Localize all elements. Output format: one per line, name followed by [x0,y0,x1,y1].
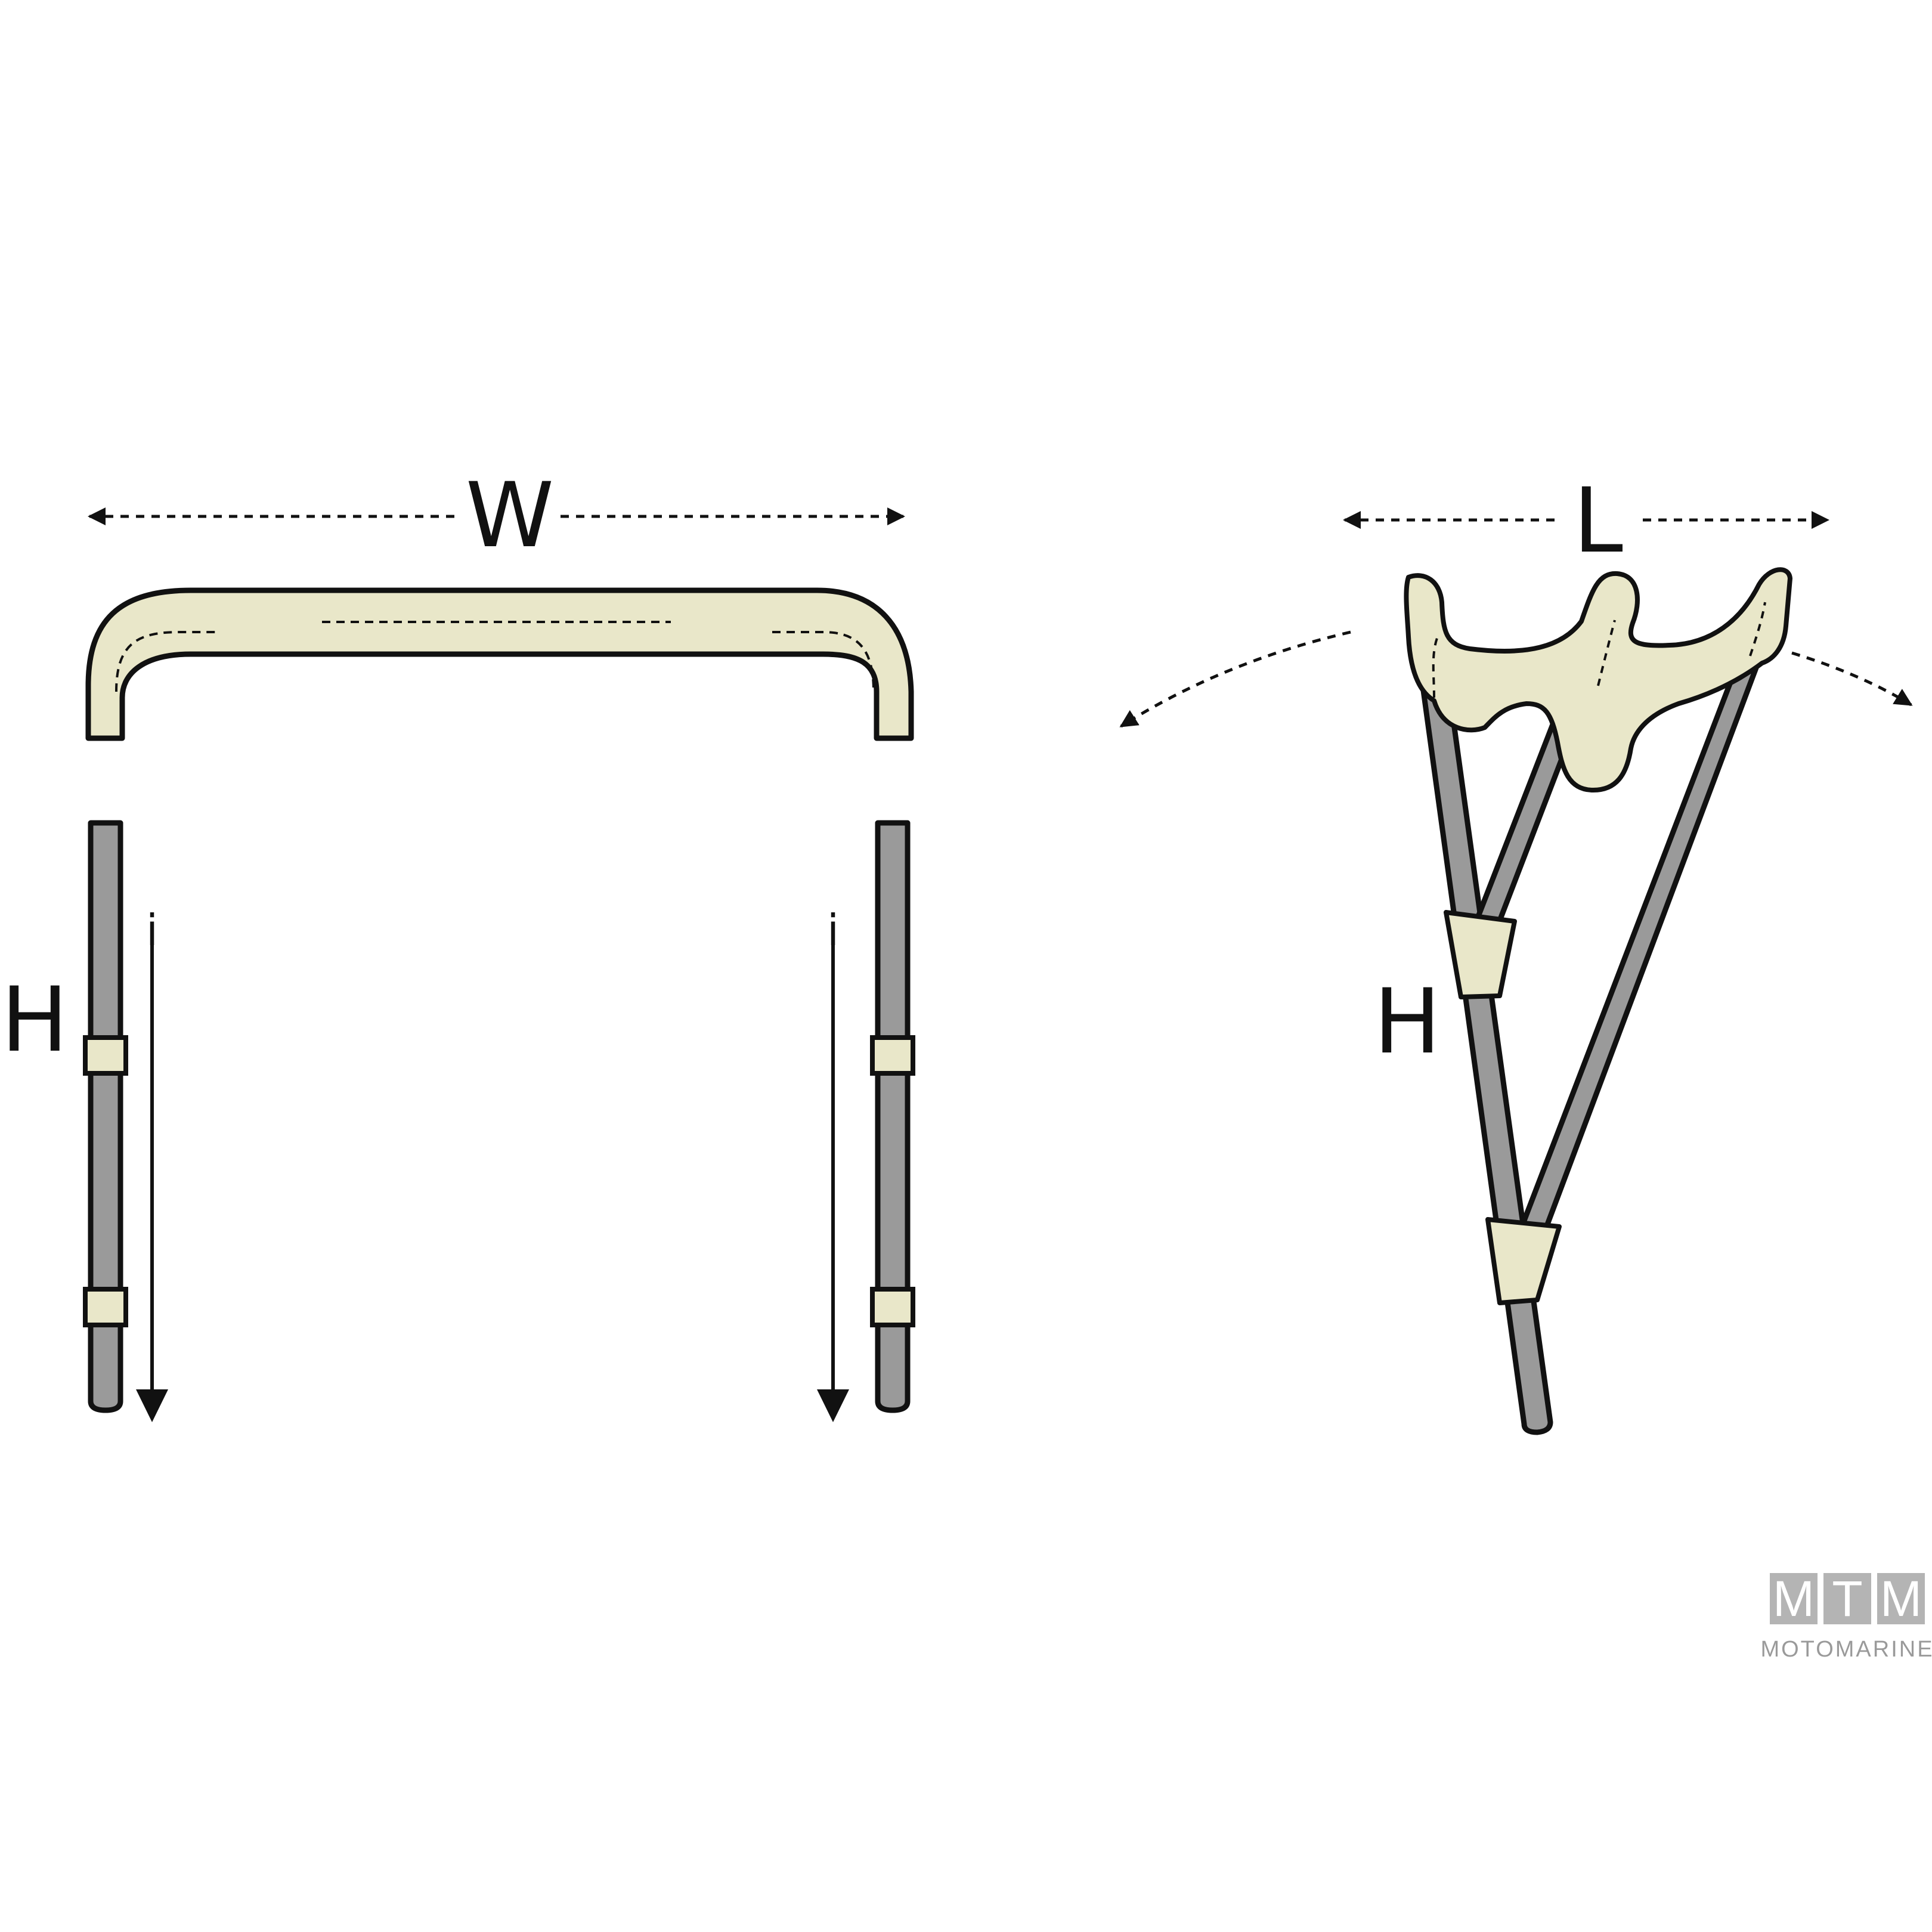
width-label: W [466,464,554,568]
height-arrow-right [817,945,849,1422]
height-arrow-left [136,945,168,1422]
side-fitting-lower [1485,1217,1562,1305]
canvas-cover-side [1404,567,1792,792]
logo-letter-3: M [1880,1571,1922,1627]
logo-block-2 [1823,1573,1871,1624]
height-label-front: H [1,968,69,1072]
front-view: W i i H [1,464,915,1422]
logo-block-1 [1770,1573,1818,1624]
indicator-right-label: i [827,905,839,955]
indicator-left-label: i [146,905,158,955]
canvas-cover-front [85,587,914,741]
left-fitting-upper [83,1035,128,1076]
logo-block-3 [1877,1573,1925,1624]
logo-letter-2: T [1832,1571,1862,1627]
height-label-side: H [1374,970,1441,1074]
left-upright-tube [83,820,128,1413]
logo-subtitle: MOTOMARINE [1760,1637,1932,1662]
brand-logo: M T M MOTOMARINE [1760,1571,1932,1662]
right-fitting-upper [870,1035,915,1076]
right-fitting-lower [870,1287,915,1327]
logo-letter-1: M [1773,1571,1815,1627]
length-label: L [1573,469,1623,573]
side-fitting-upper [1444,910,1517,999]
right-upright-tube [870,820,915,1413]
left-fitting-lower [83,1287,128,1327]
side-view: L H [1119,469,1913,1435]
fold-arc-right [1791,651,1913,707]
fold-arc-left [1119,630,1351,728]
